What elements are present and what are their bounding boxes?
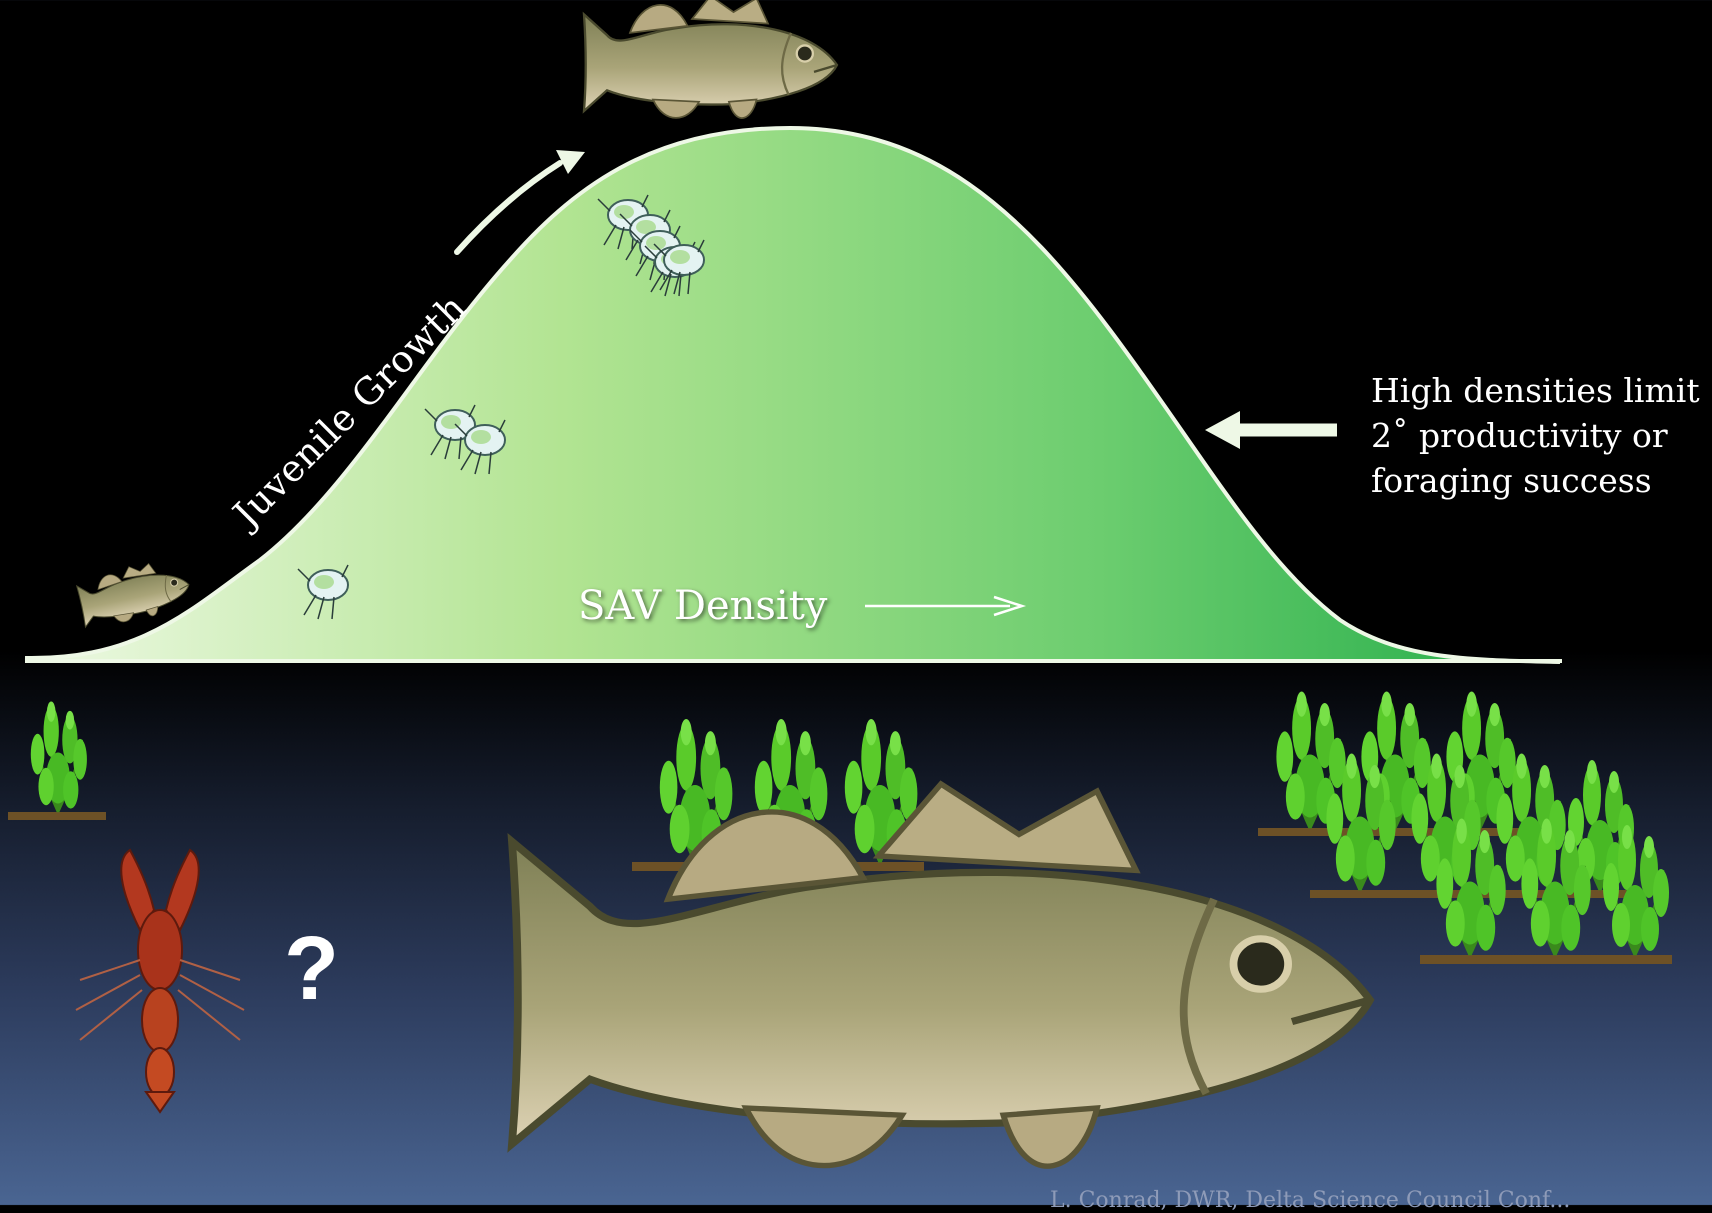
crayfish-icon <box>76 850 244 1112</box>
sediment-strip <box>1420 955 1672 964</box>
plant-icon <box>31 702 87 813</box>
sediment-strip <box>8 812 106 820</box>
large-bass-icon <box>512 784 1370 1166</box>
note-line-2: 2˚ productivity or <box>1371 413 1711 458</box>
sav-density-label: SAV Density <box>578 583 827 629</box>
density-limit-arrowhead <box>1205 411 1240 449</box>
note-line-1: High densities limit <box>1371 368 1711 413</box>
adult-bass-icon <box>584 0 837 118</box>
note-line-3: foraging success <box>1371 458 1711 503</box>
sediment-strip <box>1258 828 1538 836</box>
sav-density-curve <box>25 128 1560 662</box>
question-mark: ? <box>284 918 339 1021</box>
credit-text: L. Conrad, DWR, Delta Science Council Co… <box>1050 1188 1570 1213</box>
density-limit-note: High densities limit 2˚ productivity or … <box>1371 368 1711 503</box>
